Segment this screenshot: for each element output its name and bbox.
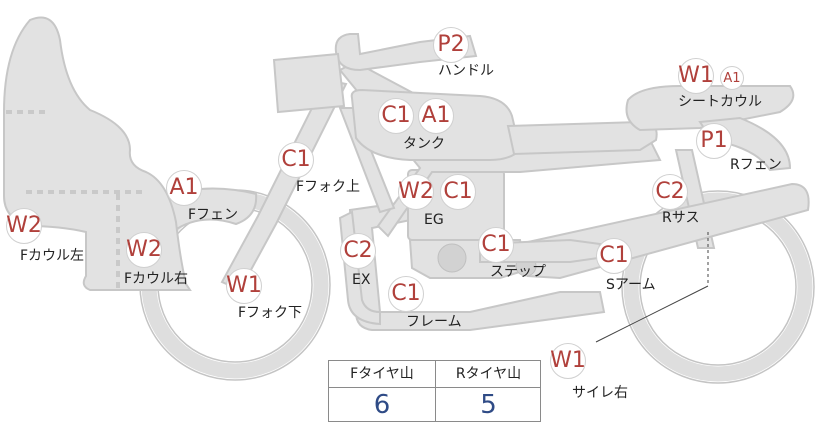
rear-fender-code-badge[interactable]: P1: [696, 123, 732, 159]
front-fork-lower-code-badge[interactable]: W1: [226, 268, 262, 304]
side-right-label: サイレ右: [572, 385, 628, 401]
front-tire-value[interactable]: 6: [373, 390, 391, 420]
rear-tire-value[interactable]: 5: [480, 390, 497, 420]
front-fork-upper-label: Fフォク上: [296, 179, 361, 195]
rear-suspension-label: Rサス: [662, 210, 700, 226]
handle-code-badge[interactable]: P2: [433, 27, 469, 63]
tire-tread-table: Fタイヤ山 Rタイヤ山 6 5: [328, 360, 541, 422]
side-right-code-badge[interactable]: W1: [550, 343, 586, 379]
cowl-left-code-badge[interactable]: W2: [6, 208, 42, 244]
tank-c-code-badge[interactable]: C1: [378, 98, 414, 134]
rear-fender-label: Rフェン: [730, 157, 782, 173]
table-column-divider: [435, 361, 436, 421]
frame-label: フレーム: [406, 314, 462, 330]
cowl-right-label: Fカウル右: [124, 271, 189, 287]
cowl-left-label: Fカウル左: [20, 248, 85, 264]
front-fender-code-badge[interactable]: A1: [166, 170, 202, 206]
step-label: ステップ: [490, 264, 546, 280]
exhaust-code-badge[interactable]: C2: [340, 233, 376, 269]
headlight-panel[interactable]: [272, 52, 346, 114]
engine-c-code-badge[interactable]: C1: [440, 174, 476, 210]
frame-downtube[interactable]: [338, 107, 396, 214]
engine-cover: [437, 243, 467, 273]
tank-label: タンク: [403, 136, 445, 152]
side-right-leader: [595, 285, 709, 343]
front-fork-lower-label: Fフォク下: [238, 305, 303, 321]
rear-suspension-code-badge[interactable]: C2: [652, 174, 688, 210]
engine-label: EG: [424, 212, 444, 228]
step-code-badge[interactable]: C1: [478, 227, 514, 263]
seat-cowl-label: シートカウル: [678, 94, 762, 110]
handle-label: ハンドル: [438, 63, 494, 79]
rear-tire-header: Rタイヤ山: [436, 361, 541, 388]
front-cowl[interactable]: [3, 16, 192, 291]
seat-cowl-sub-code-badge[interactable]: A1: [720, 66, 744, 90]
swingarm-label: Sアーム: [606, 277, 656, 293]
engine-w-code-badge[interactable]: W2: [398, 174, 434, 210]
front-tire-header: Fタイヤ山: [329, 361, 435, 388]
frame-code-badge[interactable]: C1: [388, 276, 424, 312]
seat-cowl[interactable]: [625, 85, 795, 132]
tank-a-code-badge[interactable]: A1: [418, 98, 454, 134]
swingarm-code-badge[interactable]: C1: [596, 238, 632, 274]
front-fork-upper-code-badge[interactable]: C1: [278, 142, 314, 178]
exhaust-label: EX: [352, 272, 371, 288]
seat-cowl-code-badge[interactable]: W1: [678, 58, 714, 94]
cowl-right-code-badge[interactable]: W2: [126, 232, 162, 268]
front-fender-label: Fフェン: [188, 207, 239, 223]
